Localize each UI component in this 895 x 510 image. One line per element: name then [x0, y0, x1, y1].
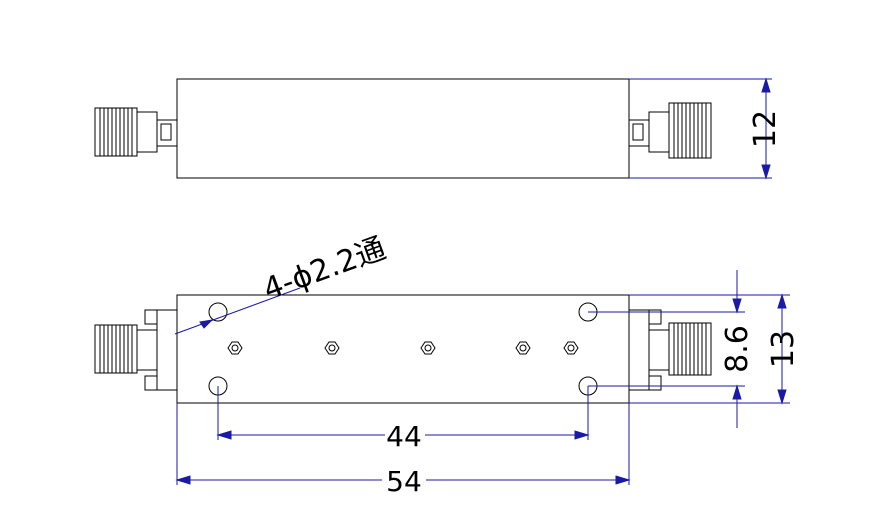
label-hole-row-spacing: 8.6 — [720, 325, 755, 373]
dimension-height-top — [629, 77, 772, 180]
label-height-top: 12 — [748, 110, 783, 148]
tuning-screw — [420, 341, 436, 355]
right-sma-connector-top — [628, 102, 712, 159]
right-sma-connector-bottom — [628, 309, 712, 391]
label-hole-note: 4-ϕ2.2通 — [259, 231, 391, 307]
tuning-screw — [227, 341, 243, 355]
label-bg — [385, 421, 425, 449]
hole-note-leader — [174, 287, 301, 335]
label-hole-spacing: 44 — [386, 420, 422, 453]
label-body-height: 13 — [766, 330, 801, 368]
dimension-hole-row-spacing — [588, 270, 745, 428]
label-bg — [382, 466, 426, 494]
thread-lines — [673, 103, 707, 158]
left-sma-connector-bottom — [94, 309, 178, 391]
label-overall-length: 54 — [386, 465, 422, 498]
thread-lines — [99, 325, 133, 373]
top-view — [94, 78, 712, 179]
bottom-view — [94, 294, 712, 404]
tuning-screw — [515, 341, 531, 355]
dimension-body-height — [629, 293, 790, 405]
thread-lines — [99, 108, 133, 156]
tuning-screw — [563, 341, 579, 355]
left-sma-connector-top — [94, 107, 178, 157]
top-view-body — [176, 78, 630, 179]
mounting-hole-top-left — [208, 302, 228, 322]
thread-lines — [673, 323, 707, 375]
bottom-view-body — [176, 294, 630, 404]
tuning-screw — [324, 341, 340, 355]
